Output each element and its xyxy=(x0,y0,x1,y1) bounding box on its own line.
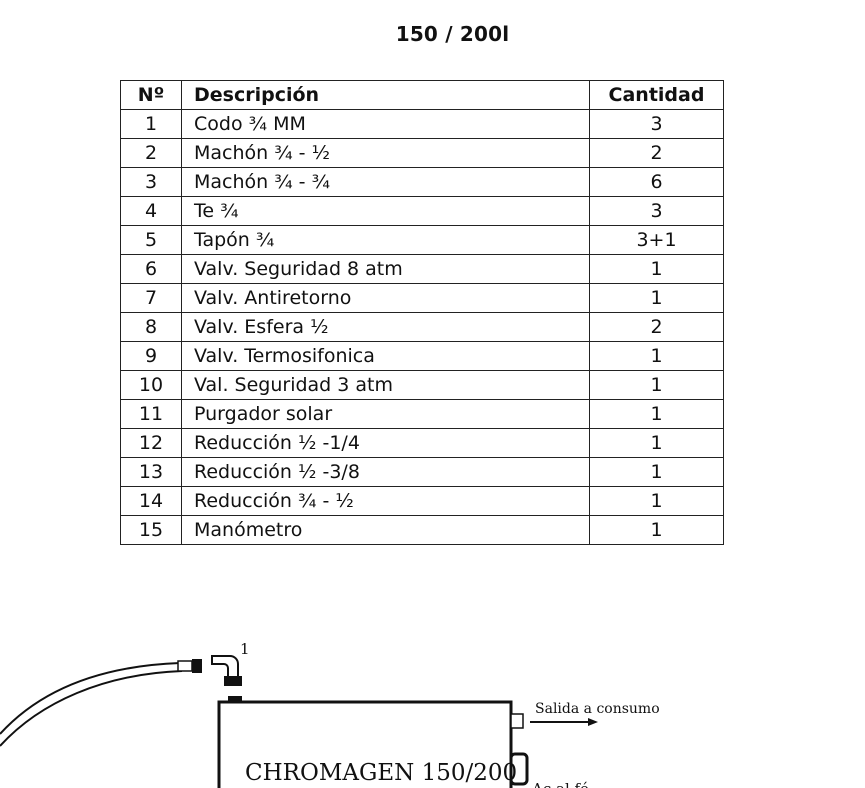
page-title: 150 / 200l xyxy=(395,22,510,46)
outlet-stub xyxy=(510,713,524,729)
row-description: Machón ¾ - ½ xyxy=(181,138,590,168)
row-quantity: 1 xyxy=(589,283,724,313)
elbow-nut xyxy=(224,676,242,686)
installation-diagram: 1 CHROMAGEN 150/200 Salida a consumo Ac … xyxy=(0,640,660,788)
row-description: Reducción ½ -3/8 xyxy=(181,457,590,487)
row-description: Te ¾ xyxy=(181,196,590,226)
row-description: Valv. Seguridad 8 atm xyxy=(181,254,590,284)
elbow-fitting xyxy=(211,655,239,679)
row-number: 10 xyxy=(120,370,182,400)
row-number: 12 xyxy=(120,428,182,458)
row-number: 11 xyxy=(120,399,182,429)
row-description: Valv. Termosifonica xyxy=(181,341,590,371)
row-quantity: 1 xyxy=(589,486,724,516)
row-number: 4 xyxy=(120,196,182,226)
row-quantity: 1 xyxy=(589,428,724,458)
row-description: Reducción ¾ - ½ xyxy=(181,486,590,516)
row-description: Machón ¾ - ¾ xyxy=(181,167,590,197)
row-quantity: 1 xyxy=(589,457,724,487)
hose-fitting xyxy=(177,660,193,672)
row-number: 1 xyxy=(120,109,182,139)
table-header-row: Nº Descripción Cantidad xyxy=(120,80,724,110)
row-description: Val. Seguridad 3 atm xyxy=(181,370,590,400)
row-description: Purgador solar xyxy=(181,399,590,429)
tank-label: CHROMAGEN 150/200 xyxy=(245,760,517,786)
row-description: Tapón ¾ xyxy=(181,225,590,255)
side-connection xyxy=(509,752,529,786)
hose-nut xyxy=(192,659,202,673)
outlet-label: Salida a consumo xyxy=(535,701,660,717)
row-number: 14 xyxy=(120,486,182,516)
header-number: Nº xyxy=(120,80,182,110)
row-quantity: 1 xyxy=(589,370,724,400)
row-number: 2 xyxy=(120,138,182,168)
row-description: Manómetro xyxy=(181,515,590,545)
row-number: 9 xyxy=(120,341,182,371)
row-number: 8 xyxy=(120,312,182,342)
row-description: Valv. Antiretorno xyxy=(181,283,590,313)
row-number: 5 xyxy=(120,225,182,255)
header-description: Descripción xyxy=(181,80,590,110)
row-quantity: 3+1 xyxy=(589,225,724,255)
flexible-hose-inner xyxy=(0,670,183,747)
cut-label: Ac al fé xyxy=(531,780,589,788)
row-quantity: 2 xyxy=(589,138,724,168)
header-quantity: Cantidad xyxy=(589,80,724,110)
tank-body xyxy=(217,700,513,788)
tank-top-stub xyxy=(228,696,242,702)
row-number: 3 xyxy=(120,167,182,197)
row-quantity: 6 xyxy=(589,167,724,197)
row-description: Valv. Esfera ½ xyxy=(181,312,590,342)
row-description: Reducción ½ -1/4 xyxy=(181,428,590,458)
row-quantity: 1 xyxy=(589,399,724,429)
row-number: 7 xyxy=(120,283,182,313)
row-description: Codo ¾ MM xyxy=(181,109,590,139)
flexible-hose xyxy=(0,662,181,735)
row-number: 6 xyxy=(120,254,182,284)
row-quantity: 3 xyxy=(589,109,724,139)
callout-number: 1 xyxy=(240,640,250,658)
row-quantity: 1 xyxy=(589,515,724,545)
row-number: 13 xyxy=(120,457,182,487)
row-quantity: 3 xyxy=(589,196,724,226)
outlet-arrow-head xyxy=(588,718,598,726)
row-quantity: 1 xyxy=(589,341,724,371)
row-number: 15 xyxy=(120,515,182,545)
row-quantity: 1 xyxy=(589,254,724,284)
row-quantity: 2 xyxy=(589,312,724,342)
